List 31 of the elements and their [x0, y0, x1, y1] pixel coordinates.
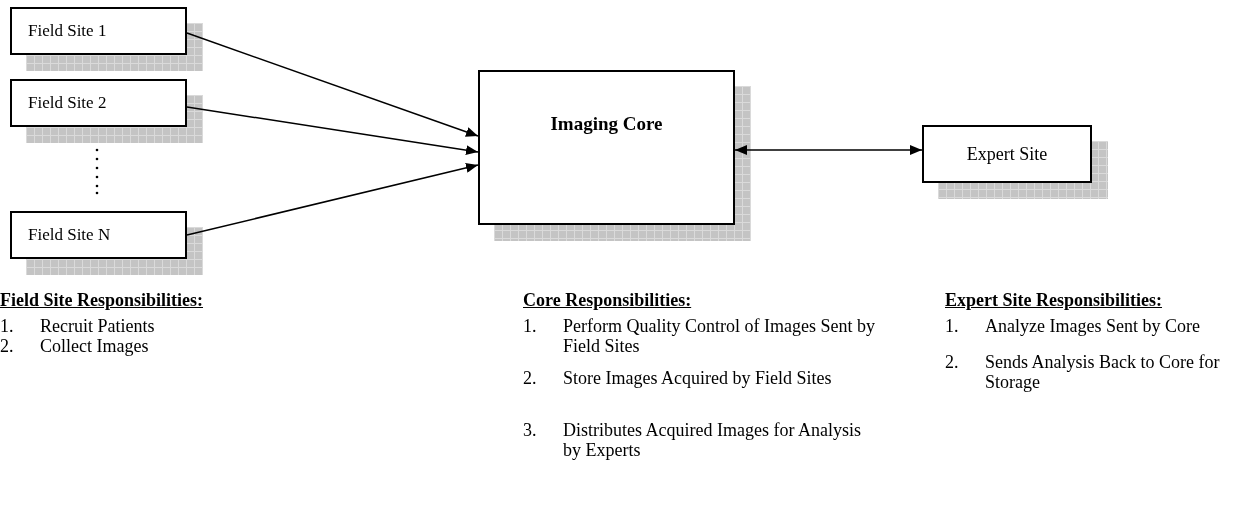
box-label: Expert Site: [966, 142, 1048, 166]
list-item: Collect Images: [40, 336, 150, 356]
box-label: Field Site N: [28, 224, 111, 247]
box-label: Field Site 1: [28, 20, 107, 43]
list-number: 2.: [945, 352, 960, 372]
list-number: 1.: [945, 316, 960, 336]
arrow: [186, 106, 479, 156]
list-item: Sends Analysis Back to Core for Storage: [985, 352, 1220, 392]
process-box: [10, 7, 187, 55]
process-box: [478, 70, 735, 225]
arrow: [734, 145, 923, 155]
arrow: [186, 162, 479, 236]
box-label: Imaging Core: [550, 112, 663, 136]
process-box: [922, 125, 1092, 183]
list-item: Perform Quality Control of Images Sent by Field Sites: [563, 316, 876, 356]
list-item: Distributes Acquired Images for Analysis by Experts: [563, 420, 862, 460]
list-number: 1.: [523, 316, 538, 336]
section-heading: Field Site Responsibilities:: [0, 289, 204, 312]
list-number: 2.: [0, 336, 15, 356]
list-number: 2.: [523, 368, 538, 388]
process-box: [10, 211, 187, 259]
list-number: 1.: [0, 316, 15, 336]
section-heading: Core Responsibilities:: [523, 289, 693, 312]
list-item: Analyze Images Sent by Core: [985, 316, 1201, 336]
box-label: Field Site 2: [28, 92, 107, 115]
list-item: Store Images Acquired by Field Sites: [563, 368, 833, 388]
arrow: [186, 32, 479, 137]
list-item: Recruit Patients: [40, 316, 156, 336]
list-number: 3.: [523, 420, 538, 440]
section-heading: Expert Site Responsibilities:: [945, 289, 1163, 312]
process-box: [10, 79, 187, 127]
